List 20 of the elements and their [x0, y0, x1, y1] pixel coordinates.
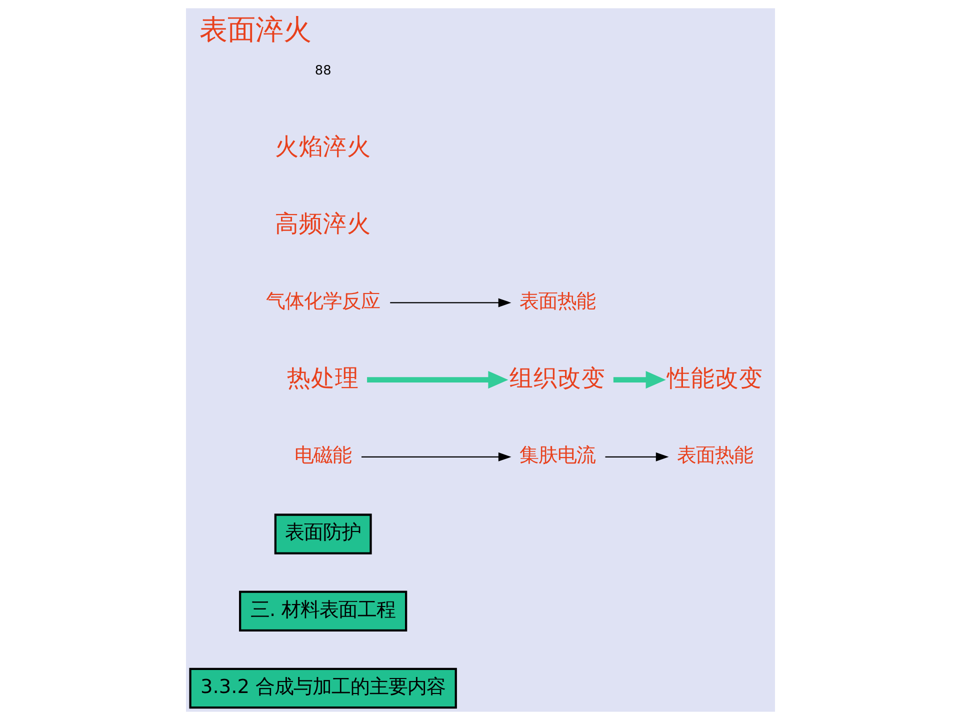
node-box: 三. 材料表面工程 [238, 590, 407, 632]
label: 高频淬火 [274, 210, 371, 238]
diagram-title: 表面淬火 [199, 13, 312, 46]
node-text: 集肤电流 [519, 444, 596, 467]
node-text: 表面热能 [676, 444, 753, 467]
node-text: 表面热能 [519, 289, 596, 312]
arrow [390, 298, 511, 308]
arrow [604, 452, 668, 462]
node-text: 气体化学反应 [266, 289, 380, 312]
label: 火焰淬火 [274, 132, 371, 160]
label: 88 [314, 64, 331, 79]
arrow [366, 371, 508, 389]
arrow [612, 371, 666, 389]
node-box: 表面防护 [274, 514, 372, 554]
node-text: 电磁能 [294, 444, 352, 467]
node-box: 3.3.2 合成与加工的主要内容 [188, 668, 456, 709]
node-text: 热处理 [286, 364, 359, 392]
node-text: 组织改变 [509, 364, 606, 392]
arrow [360, 452, 511, 462]
node-text: 性能改变 [666, 364, 763, 392]
